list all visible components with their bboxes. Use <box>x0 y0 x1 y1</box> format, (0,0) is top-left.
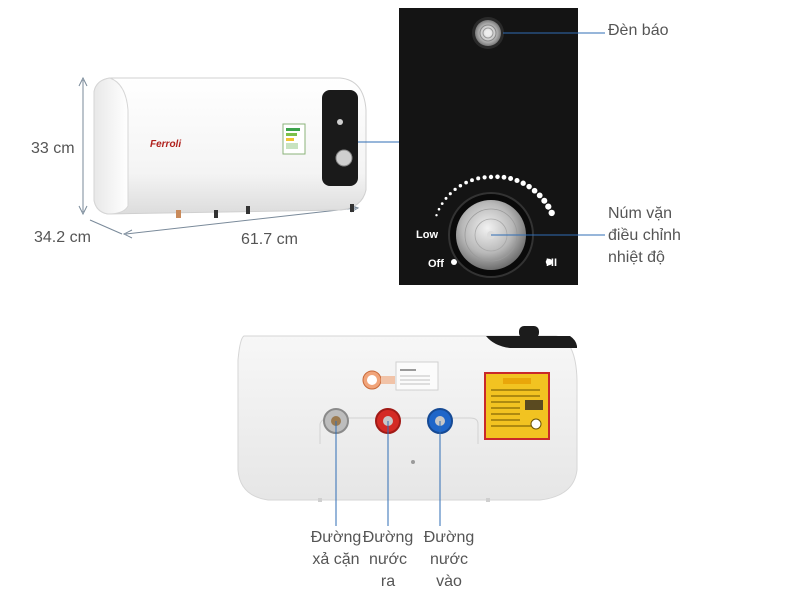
dial-dot <box>545 258 553 266</box>
dial-dot <box>444 196 448 200</box>
dial-scale-dots <box>435 174 555 266</box>
dial-dot <box>536 192 543 199</box>
dial-dot <box>548 209 555 217</box>
dial-dot <box>470 178 474 183</box>
inlet-label-line1: Đường <box>423 529 475 546</box>
dial-dot <box>482 175 487 180</box>
dial-dot <box>545 203 552 210</box>
dial-dot <box>440 202 444 205</box>
outlet-label-line3: ra <box>380 573 396 590</box>
drain-label-line2: xả cặn <box>312 551 360 568</box>
dial-dot <box>531 187 538 194</box>
drain-label-line1: Đường <box>310 529 362 546</box>
indicator-light-label: Đèn báo <box>608 22 669 39</box>
knob-label-line3: nhiệt độ <box>608 249 665 266</box>
heater-front-view <box>78 76 399 239</box>
outlet-label-line1: Đường <box>362 529 414 546</box>
heater-bottom-view <box>237 326 578 526</box>
dial-dot <box>464 180 468 185</box>
dial-dot <box>458 183 463 188</box>
brand-logo: Ferroli <box>150 139 182 150</box>
inlet-label-line2: nước <box>429 551 469 568</box>
dial-low-label: Low <box>416 229 438 241</box>
dial-dot <box>435 214 438 217</box>
dial-dot <box>520 180 526 186</box>
dial-dot <box>453 187 457 192</box>
inlet-label-line3: vào <box>436 573 462 590</box>
control-panel-closeup <box>399 8 605 285</box>
dial-dot <box>488 174 494 180</box>
depth-dimension: 34.2 cm <box>34 229 91 246</box>
outlet-label-line2: nước <box>368 551 408 568</box>
dial-dot <box>476 176 481 181</box>
dial-dot <box>495 174 500 180</box>
dial-dot <box>448 192 452 196</box>
height-dimension: 33 cm <box>31 140 75 157</box>
dial-dot <box>437 207 441 211</box>
dial-off-label: Off <box>428 258 444 270</box>
dial-dot <box>508 176 514 181</box>
dial-hi-label: HI <box>546 257 557 269</box>
knob-label-line2: điều chỉnh <box>608 227 681 244</box>
width-dimension: 61.7 cm <box>241 231 298 248</box>
dial-dot <box>541 197 548 204</box>
dial-dot <box>501 174 507 180</box>
dial-dot <box>526 183 532 190</box>
knob-label-line1: Núm vặn <box>608 205 673 222</box>
dial-dot <box>514 177 520 184</box>
dial-dot <box>451 259 457 265</box>
